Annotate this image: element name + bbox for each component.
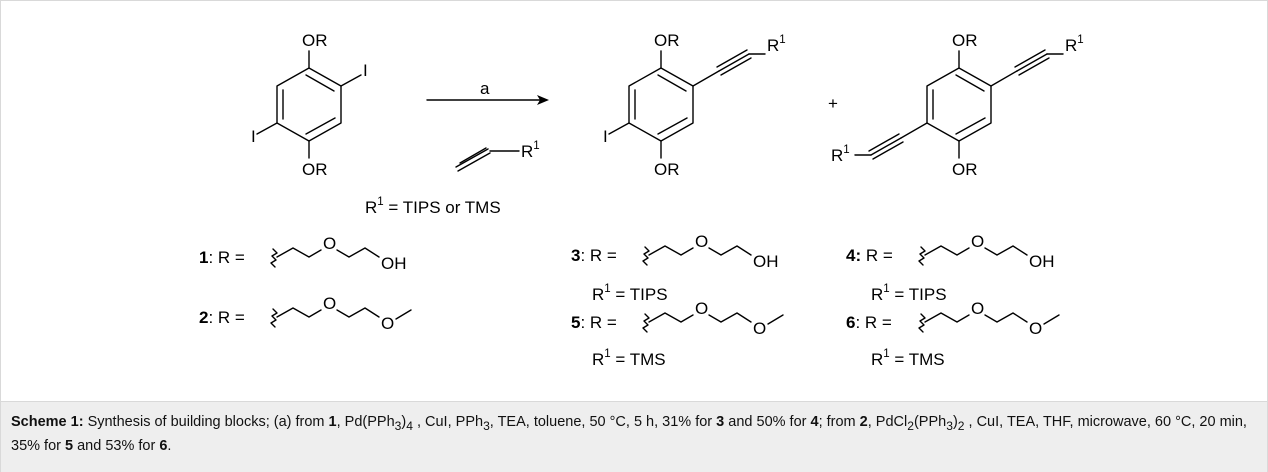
compound-5-definition: 5: R = O O R1 = TMS [571,299,784,369]
svg-text:6: R =: 6: R = [846,313,892,332]
starting-material: OR OR I I [251,31,368,179]
svg-text:OH: OH [753,252,779,271]
or-label: OR [952,31,978,50]
svg-text:O: O [1029,319,1042,338]
product-mono-alkyne: OR OR I R1 [603,31,786,179]
r1-label: R1 [767,34,786,55]
svg-text:O: O [323,234,336,253]
svg-text:OH: OH [1029,252,1055,271]
r1-label: R1 [521,140,540,161]
svg-text:O: O [971,299,984,318]
r1-definition: R1 = TIPS or TMS [365,196,501,217]
reaction-arrow-group: a R1 R1 = TIPS or TMS [365,79,549,217]
svg-text:R1 = TIPS: R1 = TIPS [871,283,947,304]
wavy-bond-icon [918,246,926,266]
svg-text:R1 = TIPS: R1 = TIPS [592,283,668,304]
svg-text:1: R =: 1: R = [199,248,245,267]
or-label: OR [654,160,680,179]
wavy-bond-icon [642,246,650,266]
caption-text: Scheme 1: Synthesis of building blocks; … [11,414,1247,454]
svg-text:OH: OH [381,254,407,273]
svg-text:R1 = TMS: R1 = TMS [592,348,666,369]
svg-text:O: O [381,314,394,333]
or-label: OR [302,31,328,50]
product-bis-alkyne: OR OR R1 R1 [831,31,1084,179]
svg-text:O: O [971,232,984,251]
svg-text:4: R =: 4: R = [846,246,893,265]
compound-4-definition: 4: R = O OH R1 = TIPS [846,232,1055,304]
compound-2-definition: 2: R = O O [199,294,412,333]
svg-text:O: O [695,232,708,251]
svg-text:O: O [323,294,336,313]
compound-3-definition: 3: R = O OH R1 = TIPS [571,232,779,304]
or-label: OR [654,31,680,50]
svg-text:O: O [695,299,708,318]
svg-text:3: R =: 3: R = [571,246,617,265]
caption-title: Scheme 1: [11,414,84,430]
figure-caption: Scheme 1: Synthesis of building blocks; … [1,401,1267,472]
wavy-bond-icon [918,313,926,333]
wavy-bond-icon [270,248,278,268]
reagent-label: a [480,79,490,98]
iodo-label: I [251,127,256,146]
or-label: OR [302,160,328,179]
or-label: OR [952,160,978,179]
svg-text:O: O [753,319,766,338]
wavy-bond-icon [270,308,278,328]
r1-label: R1 [1065,34,1084,55]
r1-label: R1 [831,144,850,165]
compound-1-definition: 1: R = O OH [199,234,407,273]
iodo-label: I [363,61,368,80]
svg-text:5: R =: 5: R = [571,313,617,332]
plus-sign: + [828,94,838,113]
svg-text:2: R =: 2: R = [199,308,245,327]
arrowhead-icon [537,95,549,105]
compound-6-definition: 6: R = O O R1 = TMS [846,299,1060,369]
svg-text:R1 = TMS: R1 = TMS [871,348,945,369]
iodo-label: I [603,127,608,146]
reaction-scheme: OR OR I I a R1 R1 = TIPS or TMS [1,1,1267,400]
wavy-bond-icon [642,313,650,333]
scheme-drawing: OR OR I I a R1 R1 = TIPS or TMS [199,31,1084,369]
